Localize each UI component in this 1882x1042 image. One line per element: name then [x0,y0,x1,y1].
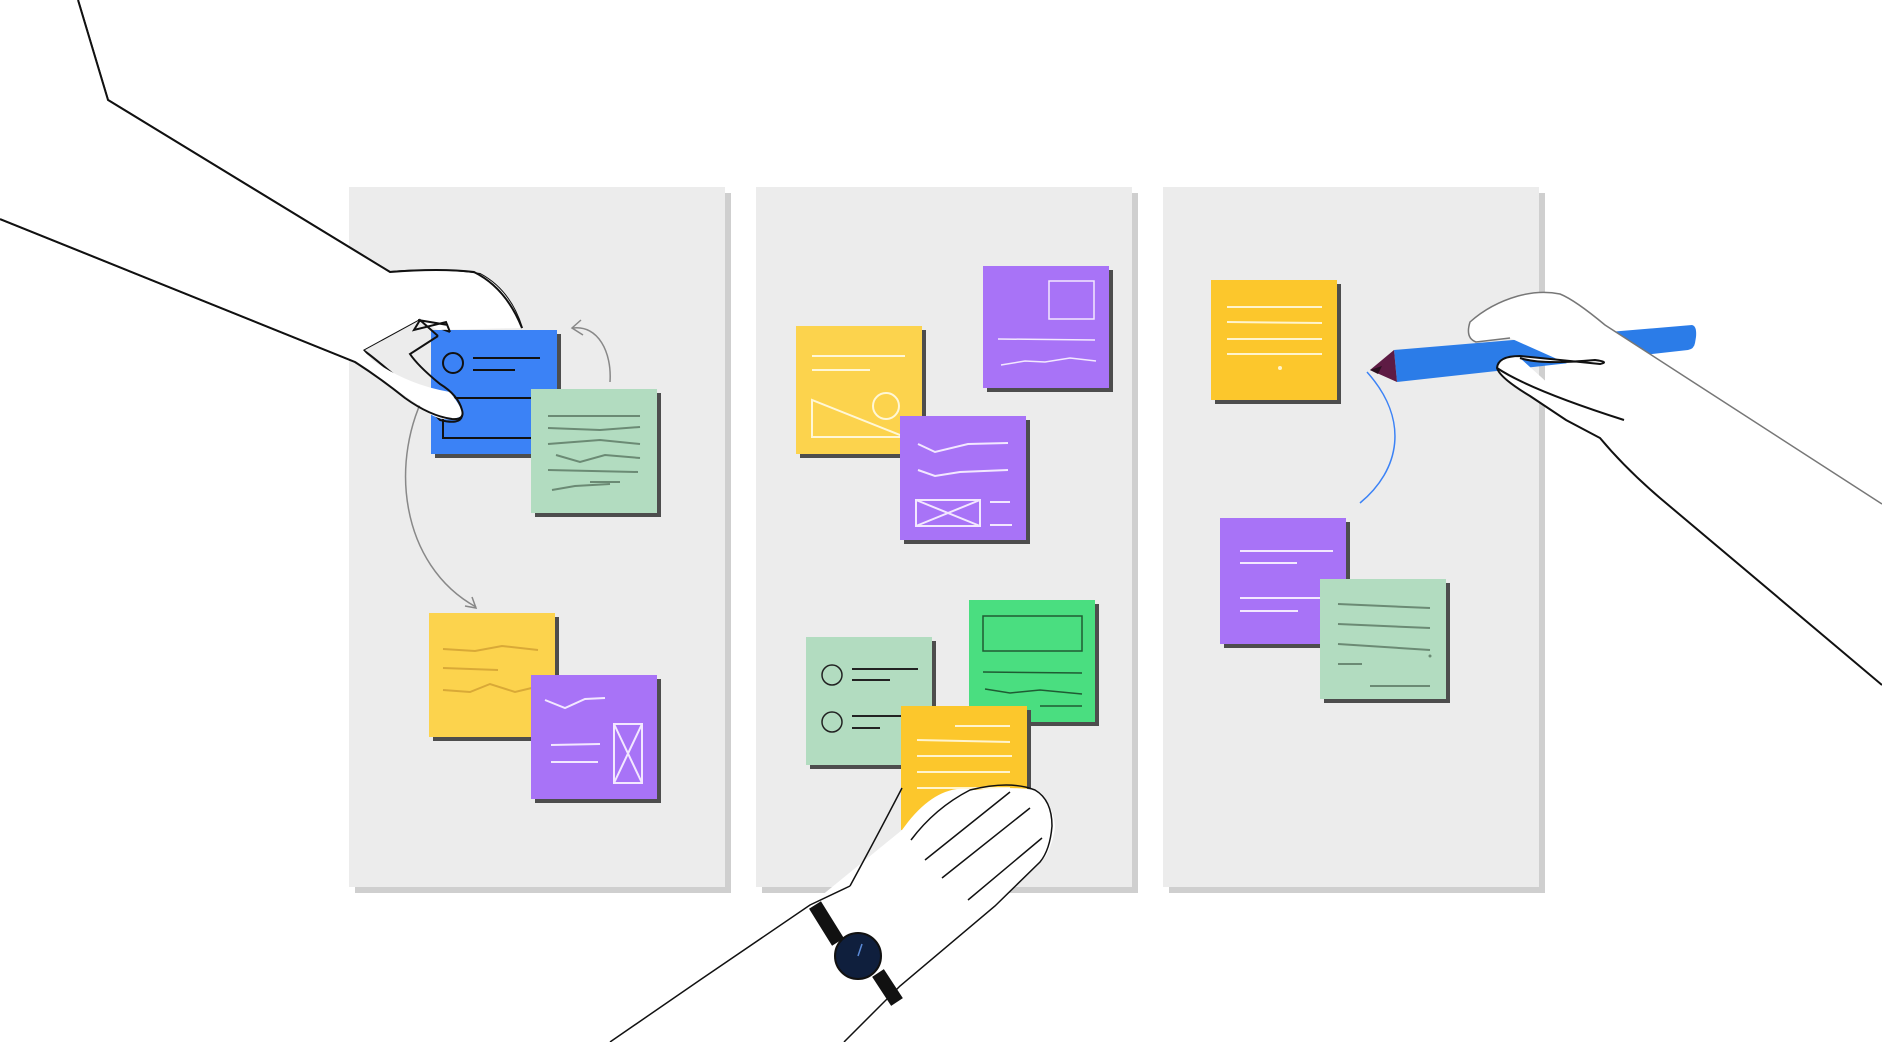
watch-strap [809,901,903,1006]
curved-arrow-icon [1359,371,1396,504]
image-sun-icon [872,392,900,420]
hand-holding-pen-icon [1467,291,1882,505]
scribble-lines [442,644,541,694]
arrow-head [570,319,584,336]
curved-arrow-icon [572,327,611,383]
content-box [982,615,1083,652]
pen-point [1370,366,1382,374]
sticky-note-green-layout [969,600,1099,726]
arrow-head [464,596,478,609]
sticky-note-amber-lines [1211,280,1341,404]
note-paper [1320,579,1446,699]
scribble-lines [1337,603,1431,687]
image-mountain-icon [811,398,906,438]
curved-arrow-icon [404,387,477,608]
sticky-note-purple-wireframe [900,416,1030,544]
sticky-note-yellow-image [796,326,926,458]
hand-outline [77,0,523,329]
scribble-lines [916,725,1012,789]
dot-icon [1278,366,1282,370]
sticky-note-mint-lines [1320,579,1450,703]
hand-with-watch-icon [610,788,1055,1042]
scribble-lines [1226,306,1323,355]
scribble-lines [1240,550,1333,612]
note-paper [531,675,657,799]
finger-outline [1496,367,1625,421]
sticky-note-mint-checklist [806,637,936,769]
hand-outline [609,885,851,1042]
image-placeholder-icon [1048,280,1095,320]
hand-outline [0,218,464,421]
bullet-icon [821,711,843,733]
bullet-icon [821,664,843,686]
note-paper [900,416,1026,540]
scribble-lines [917,442,1009,478]
finger-outline [924,791,1043,901]
hand-fill [0,0,522,420]
sticky-note-mint-text [531,389,661,517]
image-cross [613,723,643,784]
image-placeholder-icon [613,723,643,784]
scribble-lines [982,671,1083,707]
image-cross [915,499,981,527]
scribble-lines [547,415,641,491]
finger-outline [411,318,451,337]
note-paper [983,266,1109,388]
scribble-lines [997,338,1097,366]
scribble-lines [544,697,606,763]
sticky-note-purple-image [531,675,661,803]
note-paper [969,600,1095,722]
watch-hand [857,943,863,957]
wristwatch-icon [809,901,903,1006]
pen-tip [1370,350,1397,382]
hand-outline [1495,354,1882,686]
sticky-note-purple-frame [983,266,1113,392]
dot-icon [1428,654,1432,658]
note-paper [531,389,657,513]
image-placeholder-icon [915,499,981,527]
hand-outline [843,784,1053,1042]
avatar-icon [442,352,464,374]
